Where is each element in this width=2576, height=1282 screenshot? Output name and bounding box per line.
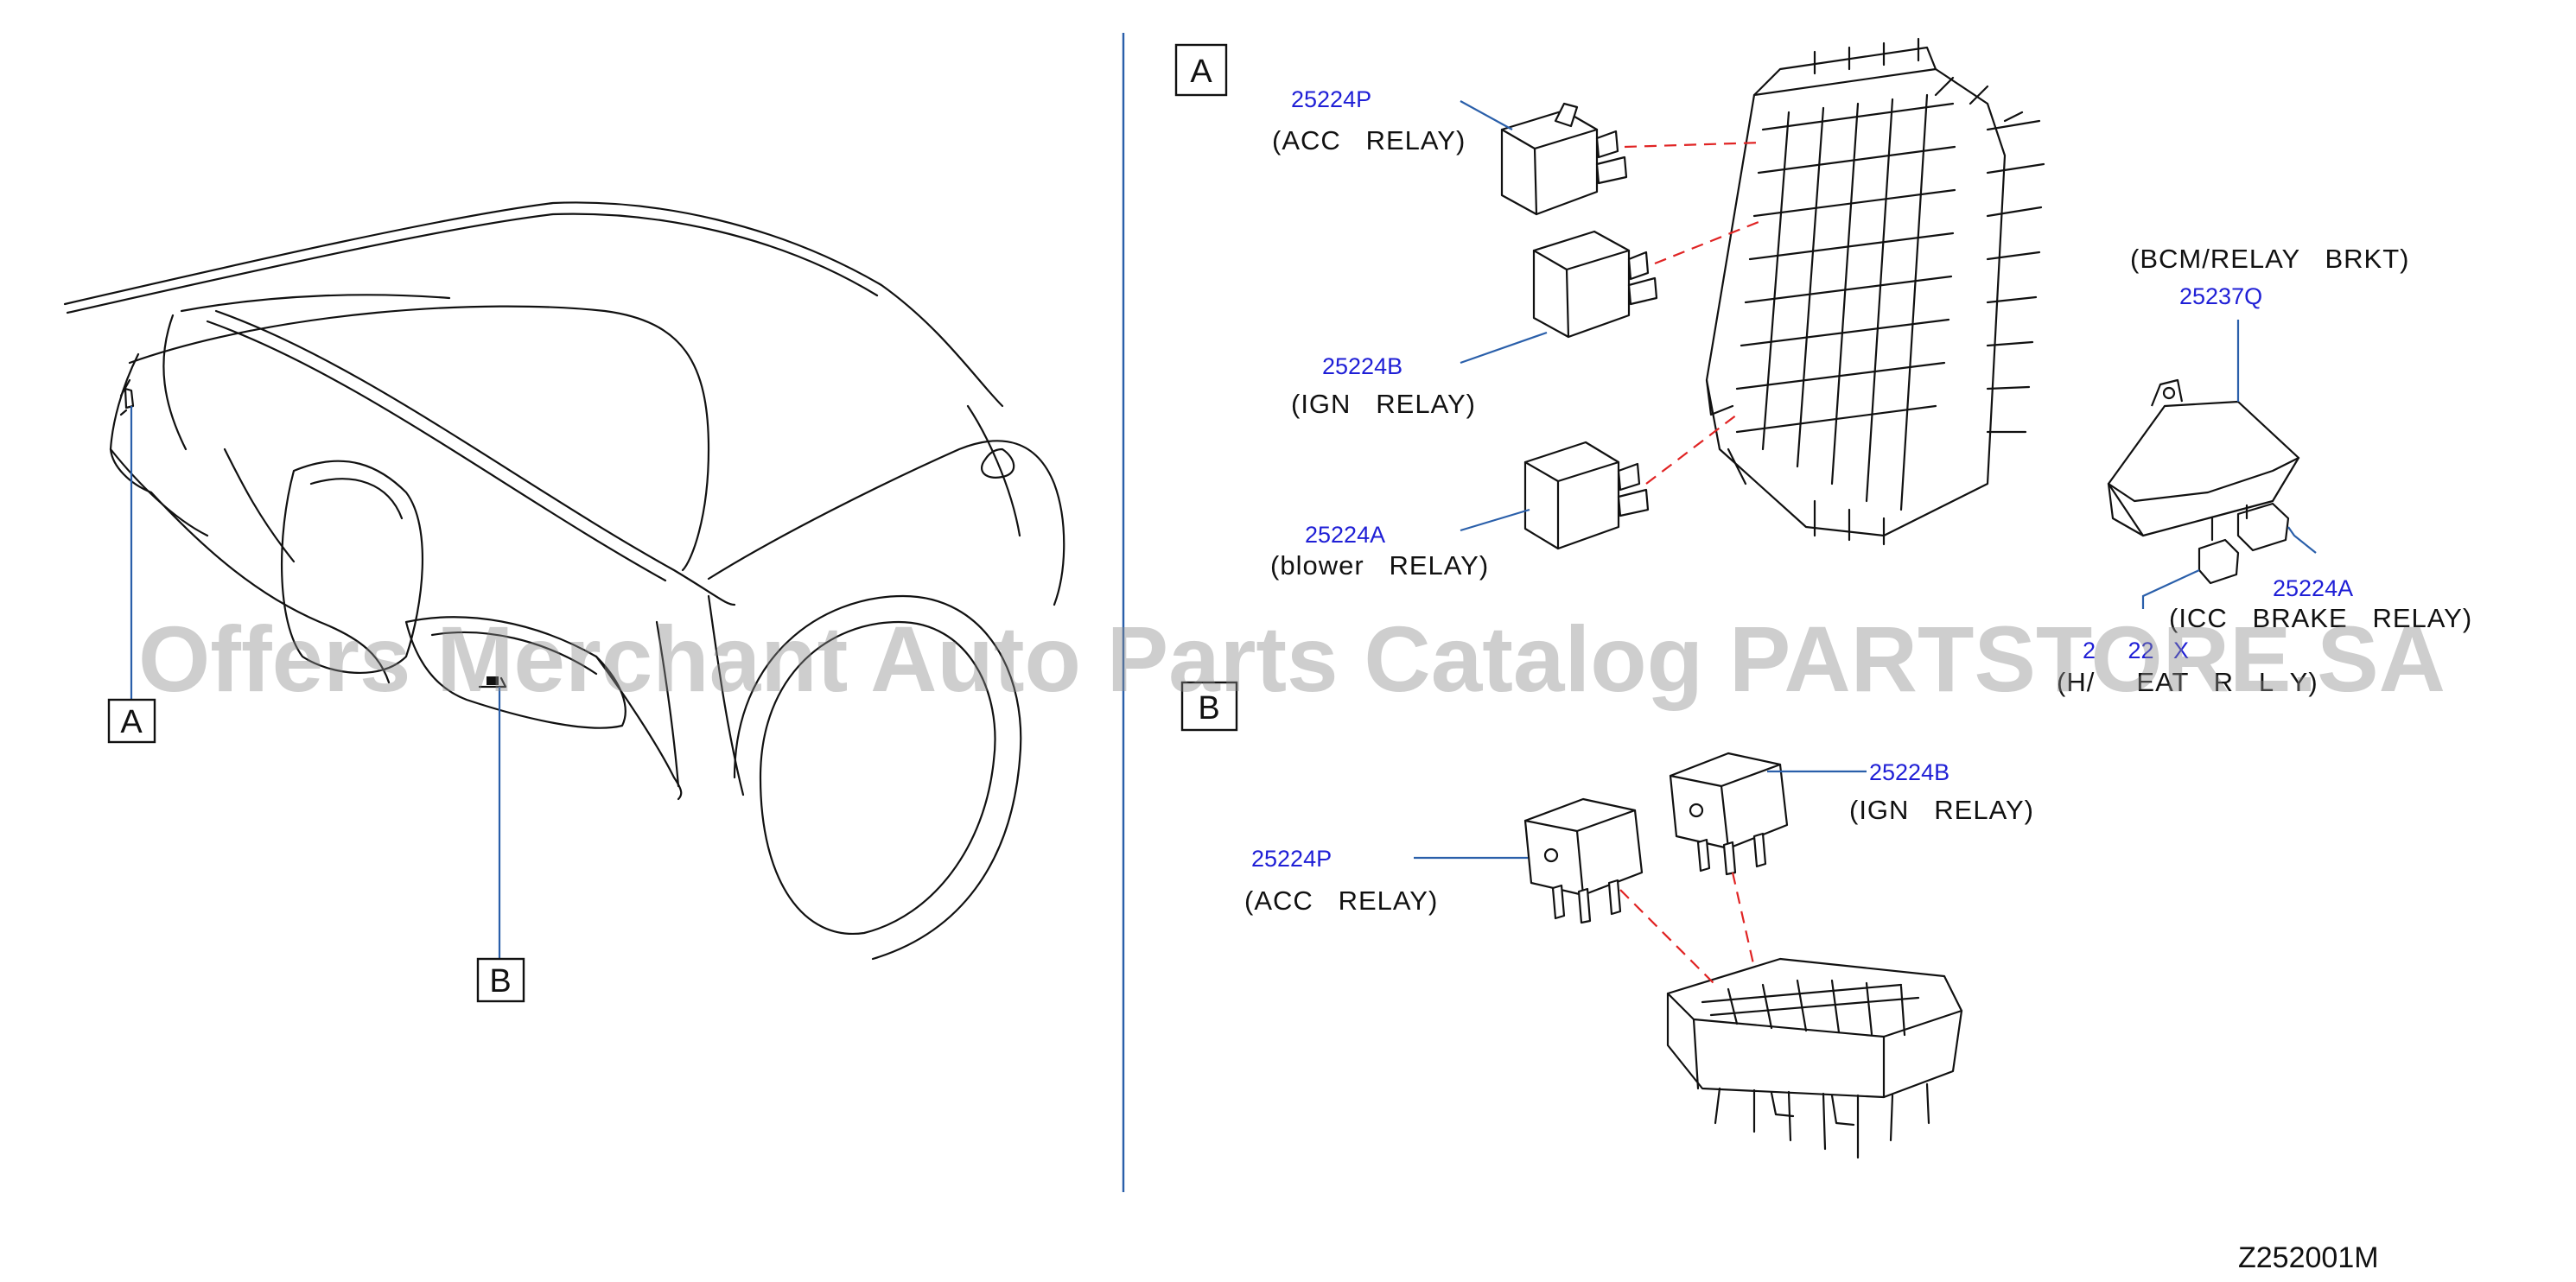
relay-block-a [1705, 37, 2045, 546]
callout-a-left: A [107, 698, 156, 744]
label-acc-relay-b: 25224P (ACC RELAY) [1244, 846, 1438, 916]
label-heater-relay: 2 22 X (H/ EAT R L Y) [2057, 638, 2318, 697]
svg-text:25224B: 25224B [1869, 759, 1949, 785]
svg-text:A: A [1190, 54, 1212, 90]
relay-block-b [1666, 957, 1963, 1159]
dashboard-illustration [63, 201, 1065, 961]
acc-relay-b [1523, 797, 1644, 924]
svg-text:A: A [120, 704, 143, 740]
svg-text:2 22 X: 2 22 X [2083, 638, 2189, 663]
svg-text:(H/ EAT R L Y): (H/ EAT R L Y) [2057, 667, 2318, 697]
svg-text:B: B [489, 963, 511, 1000]
svg-text:25224B: 25224B [1322, 353, 1402, 379]
svg-text:(IGN RELAY): (IGN RELAY) [1849, 795, 2034, 825]
diagram-code: Z252001M [2238, 1241, 2379, 1274]
svg-text:25224P: 25224P [1251, 846, 1332, 872]
svg-text:(ACC RELAY): (ACC RELAY) [1272, 125, 1466, 155]
svg-text:(blower RELAY): (blower RELAY) [1270, 550, 1489, 581]
acc-relay-a [1500, 102, 1628, 216]
svg-text:25237Q: 25237Q [2179, 283, 2262, 309]
svg-text:25224P: 25224P [1291, 86, 1371, 112]
label-bcm-bracket: (BCM/RELAY BRKT) 25237Q [2130, 244, 2409, 309]
label-icc-brake-relay: 25224A (ICC BRAKE RELAY) [2169, 575, 2472, 633]
label-ign-relay-a: 25224B (IGN RELAY) [1291, 353, 1476, 419]
label-ign-relay-b: 25224B (IGN RELAY) [1849, 759, 2034, 825]
callout-b-left: B [476, 957, 525, 1003]
callout-b-panel: B [1180, 681, 1238, 732]
blower-relay-a [1523, 441, 1650, 550]
bcm-relay-bracket [2107, 378, 2300, 585]
label-blower-relay-a: 25224A (blower RELAY) [1270, 522, 1489, 581]
callout-a-panel: A [1174, 43, 1228, 97]
watermark: Offers Merchant Auto Parts Catalog PARTS… [138, 606, 2446, 711]
svg-text:(ICC BRAKE RELAY): (ICC BRAKE RELAY) [2169, 603, 2472, 633]
svg-text:(IGN RELAY): (IGN RELAY) [1291, 389, 1476, 419]
svg-text:25224A: 25224A [2273, 575, 2353, 601]
ign-relay-a [1532, 230, 1658, 339]
label-acc-relay-a: 25224P (ACC RELAY) [1272, 86, 1466, 155]
svg-text:25224A: 25224A [1305, 522, 1385, 548]
ign-relay-b [1669, 752, 1789, 876]
svg-text:(BCM/RELAY BRKT): (BCM/RELAY BRKT) [2130, 244, 2409, 274]
svg-text:(ACC RELAY): (ACC RELAY) [1244, 885, 1438, 916]
svg-text:B: B [1198, 690, 1219, 727]
